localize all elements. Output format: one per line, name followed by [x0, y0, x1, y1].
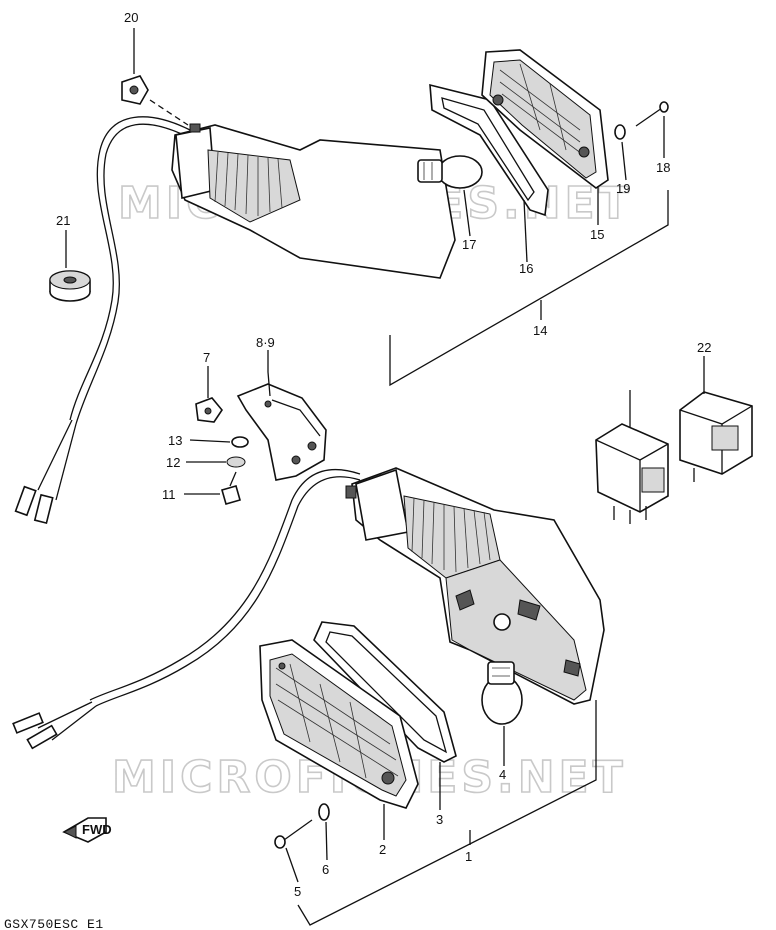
callout-18: 19 [616, 181, 630, 196]
callout-19: 20 [124, 10, 138, 25]
callout-bracket-1 [297, 700, 597, 926]
nut-part-7 [195, 397, 223, 423]
callout-12: 13 [168, 433, 182, 448]
callout-6: 6 [322, 862, 329, 877]
bulb-part-4 [481, 661, 523, 725]
bolt-part-10 [221, 471, 241, 505]
bulb-part-16 [417, 155, 483, 189]
callout-labels: 20 21 17 16 15 19 18 14 8·9 7 22 13 12 1… [56, 10, 711, 899]
callout-1: 1 [465, 849, 472, 864]
upper-wire-connector-a [14, 485, 37, 517]
gasket-part-15 [429, 83, 549, 217]
diagram-code: GSX750ESC E1 [4, 917, 104, 930]
callout-20: 21 [56, 213, 70, 228]
callout-8-9: 8·9 [256, 335, 275, 350]
forward-direction-arrow: FWD [62, 817, 112, 843]
callout-16: 17 [462, 237, 476, 252]
callout-10: 11 [162, 487, 176, 502]
lower-wire-connector-b [26, 724, 58, 750]
upper-rubber-boot [207, 149, 301, 223]
upper-signal-housing [171, 124, 456, 279]
mount-bracket-assembly [195, 383, 327, 505]
callout-5: 5 [294, 884, 301, 899]
lower-wire-connector-a [12, 712, 44, 734]
callout-7: 7 [203, 350, 210, 365]
washer-part-12 [231, 436, 249, 448]
lower-stud [345, 485, 357, 499]
grommet-part-20 [49, 270, 91, 302]
callout-21: 22 [697, 340, 711, 355]
washer-part-18 [614, 124, 626, 140]
callout-2: 2 [379, 842, 386, 857]
callout-15: 16 [519, 261, 533, 276]
screw-part-17 [635, 101, 669, 127]
lens-part-14 [481, 49, 609, 189]
callout-4: 4 [499, 767, 506, 782]
lower-wire [89, 468, 361, 701]
callout-14: 15 [590, 227, 604, 242]
screw-part-5 [274, 819, 313, 849]
forward-label: FWD [82, 822, 112, 837]
lower-turn-signal-assembly [12, 467, 605, 926]
lens-part-2 [259, 639, 419, 809]
relay-part-21 [679, 391, 753, 482]
callout-3: 3 [436, 812, 443, 827]
leader-lines [65, 28, 705, 883]
callout-11: 12 [166, 455, 180, 470]
callout-bracket-13 [389, 190, 669, 387]
upper-wire-connector-b [33, 493, 54, 525]
gasket-part-3 [313, 621, 457, 763]
upper-wire [69, 116, 191, 421]
upper-stud [189, 123, 201, 133]
upper-turn-signal-assembly [14, 49, 669, 525]
callout-17: 18 [656, 160, 670, 175]
relay-part-22 [595, 423, 669, 524]
washer-part-6 [318, 803, 330, 821]
callout-13: 14 [533, 323, 547, 338]
nut-part-19 [121, 75, 149, 105]
bracket-part-8-9 [236, 383, 327, 481]
washer-part-11 [226, 456, 246, 468]
